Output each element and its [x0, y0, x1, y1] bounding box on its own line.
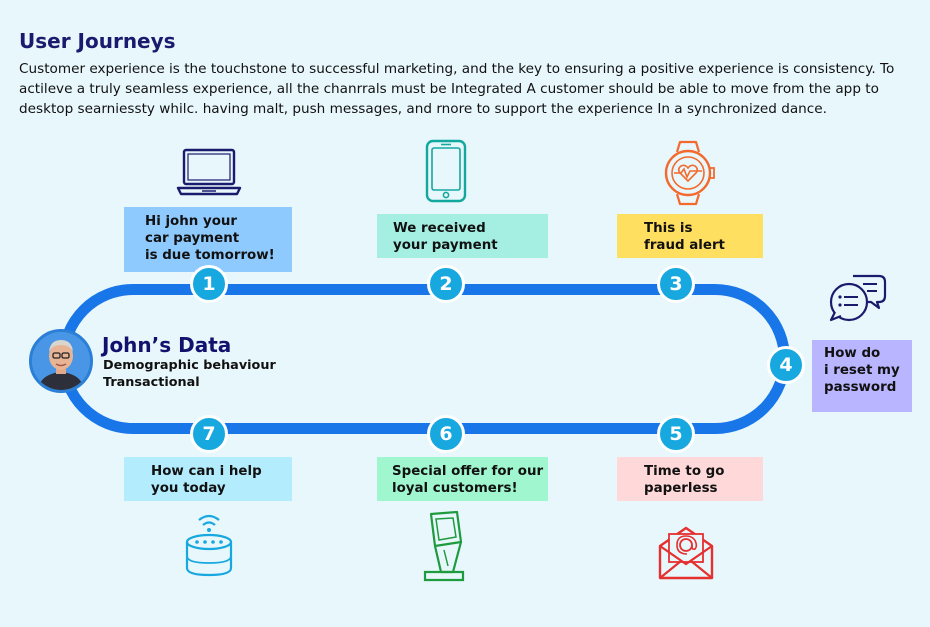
message-card-step-1: Hi john your car payment is due tomorrow…: [124, 207, 292, 272]
message-line: paperless: [644, 481, 718, 496]
profile-name: John’s Data: [102, 333, 232, 357]
step-node-5: 5: [657, 415, 695, 453]
message-line: How do: [824, 346, 881, 361]
step-node-2: 2: [427, 265, 465, 303]
smartwatch-icon: [664, 140, 715, 206]
laptop-icon: [176, 148, 242, 196]
message-line: you today: [151, 481, 226, 496]
email-icon: [658, 526, 714, 580]
smart-speaker-icon: [185, 514, 233, 577]
message-line: Hi john your: [145, 214, 238, 229]
step-node-4: 4: [767, 346, 805, 384]
step-node-3: 3: [657, 265, 695, 303]
message-line: We received: [393, 221, 486, 236]
profile-detail-transactional: Transactional: [103, 375, 200, 390]
step-node-6: 6: [427, 415, 465, 453]
message-line: is due tomorrow!: [145, 248, 275, 263]
step-node-1: 1: [190, 265, 228, 303]
message-line: Special offer for our: [392, 464, 544, 479]
message-card-step-2: We received your payment: [377, 214, 548, 258]
page-description: Customer experience is the touchstone to…: [19, 61, 895, 117]
message-line: your payment: [393, 238, 498, 253]
message-line: car payment: [145, 231, 240, 246]
chat-bubbles-icon: [829, 274, 887, 322]
message-card-step-6: Special offer for our loyal customers!: [377, 457, 548, 501]
message-card-step-4: How do i reset my password: [812, 340, 912, 412]
message-line: password: [824, 380, 897, 395]
message-line: How can i help: [151, 464, 262, 479]
message-line: This is: [644, 221, 693, 236]
smartphone-icon: [425, 139, 467, 203]
avatar: [29, 329, 93, 393]
message-line: loyal customers!: [392, 481, 518, 496]
kiosk-icon: [423, 510, 465, 582]
message-line: fraud alert: [644, 238, 725, 253]
message-line: i reset my: [824, 363, 900, 378]
message-line: Time to go: [644, 464, 725, 479]
page-title: User Journeys: [19, 29, 176, 53]
message-card-step-3: This is fraud alert: [617, 214, 763, 258]
profile-detail-demographic: Demographic behaviour: [103, 358, 276, 373]
message-card-step-7: How can i help you today: [124, 457, 292, 501]
message-card-step-5: Time to go paperless: [617, 457, 763, 501]
step-node-7: 7: [190, 415, 228, 453]
